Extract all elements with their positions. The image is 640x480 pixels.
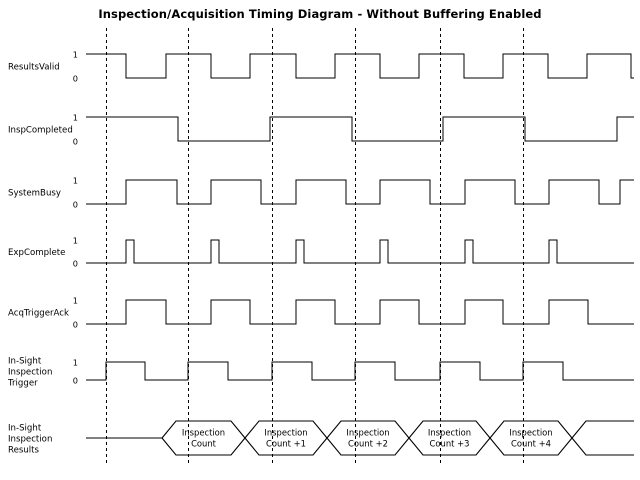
- bus-segment-top-edge: [489, 420, 573, 439]
- bus-segment-bottom-edge: [326, 437, 410, 456]
- inspection-results-bus: In-SightInspectionResultsInspectionCount…: [8, 420, 634, 456]
- level-low-label-SystemBusy: 0: [73, 200, 78, 210]
- bus-segment-top-edge: [244, 420, 328, 439]
- bus-segment-bottom-edge: [161, 437, 246, 456]
- waveform-ExpComplete: [86, 239, 634, 264]
- level-high-label-SystemBusy: 1: [73, 176, 78, 186]
- signal-SystemBusy: SystemBusy 1 0: [8, 176, 634, 210]
- level-high-label-ResultsValid: 1: [73, 50, 78, 60]
- bus-label-InSightInspectionResults: Inspection: [8, 435, 52, 445]
- waveform-AcqTriggerAck: [86, 299, 634, 325]
- bus-label-InSightInspectionResults: Results: [8, 446, 40, 456]
- bus-segment-top-edge: [326, 420, 410, 439]
- signal-AcqTriggerAck: AcqTriggerAck 1 0: [8, 296, 634, 330]
- page-title: Inspection/Acquisition Timing Diagram - …: [98, 7, 542, 21]
- level-high-label-InSightInspectionTrigger: 1: [73, 358, 78, 368]
- signal-ResultsValid: ResultsValid 1 0: [8, 50, 634, 84]
- signal-label-InSightInspectionTrigger: Inspection: [8, 368, 52, 378]
- signal-label-SystemBusy: SystemBusy: [8, 189, 61, 199]
- level-low-label-InSightInspectionTrigger: 0: [73, 376, 78, 386]
- signal-label-AcqTriggerAck: AcqTriggerAck: [8, 309, 69, 319]
- signal-label-ExpComplete: ExpComplete: [8, 248, 65, 258]
- level-high-label-ExpComplete: 1: [73, 236, 78, 246]
- bus-segment-label: Inspection: [264, 428, 307, 438]
- signal-label-InSightInspectionTrigger: Trigger: [7, 379, 38, 389]
- level-high-label-AcqTriggerAck: 1: [73, 296, 78, 306]
- bus-segment-bottom-edge: [408, 437, 491, 456]
- bus-segment-label: Count: [191, 439, 217, 449]
- signal-label-ResultsValid: ResultsValid: [8, 63, 60, 73]
- waveform-ResultsValid: [86, 53, 634, 79]
- bus-segment-top-edge: [408, 420, 491, 439]
- bus-segment-bottom-edge: [489, 437, 573, 456]
- waveform-InSightInspectionTrigger: [86, 361, 634, 381]
- bus-segment-label: Count +2: [348, 439, 388, 449]
- bus-segment-label: Inspection: [428, 428, 471, 438]
- bus-tail-bottom-edge: [571, 437, 634, 456]
- dashed-time-markers: [105, 28, 525, 466]
- level-low-label-AcqTriggerAck: 0: [73, 320, 78, 330]
- bus-segment-label: Count +1: [266, 439, 306, 449]
- signal-label-InSightInspectionTrigger: In-Sight: [8, 357, 42, 367]
- bus-tail-top-edge: [571, 420, 634, 439]
- level-low-label-InspCompleted: 0: [73, 137, 78, 147]
- level-low-label-ExpComplete: 0: [73, 259, 78, 269]
- signal-label-InspCompleted: InspCompleted: [8, 126, 73, 136]
- bus-segment-label: Count +3: [430, 439, 470, 449]
- bus-segment-bottom-edge: [244, 437, 328, 456]
- level-low-label-ResultsValid: 0: [73, 74, 78, 84]
- bus-label-InSightInspectionResults: In-Sight: [8, 424, 42, 434]
- bus-segment-top-edge: [161, 420, 246, 439]
- bus-segment-label: Inspection: [346, 428, 389, 438]
- level-high-label-InspCompleted: 1: [73, 113, 78, 123]
- waveform-InspCompleted: [86, 116, 634, 142]
- signal-waveforms: ResultsValid10InspCompleted10SystemBusy1…: [7, 50, 634, 389]
- bus-segment-label: Inspection: [182, 428, 225, 438]
- bus-segment-label: Count +4: [511, 439, 551, 449]
- bus-segment-label: Inspection: [509, 428, 552, 438]
- waveform-SystemBusy: [86, 179, 634, 205]
- signal-ExpComplete: ExpComplete 1 0: [8, 236, 634, 269]
